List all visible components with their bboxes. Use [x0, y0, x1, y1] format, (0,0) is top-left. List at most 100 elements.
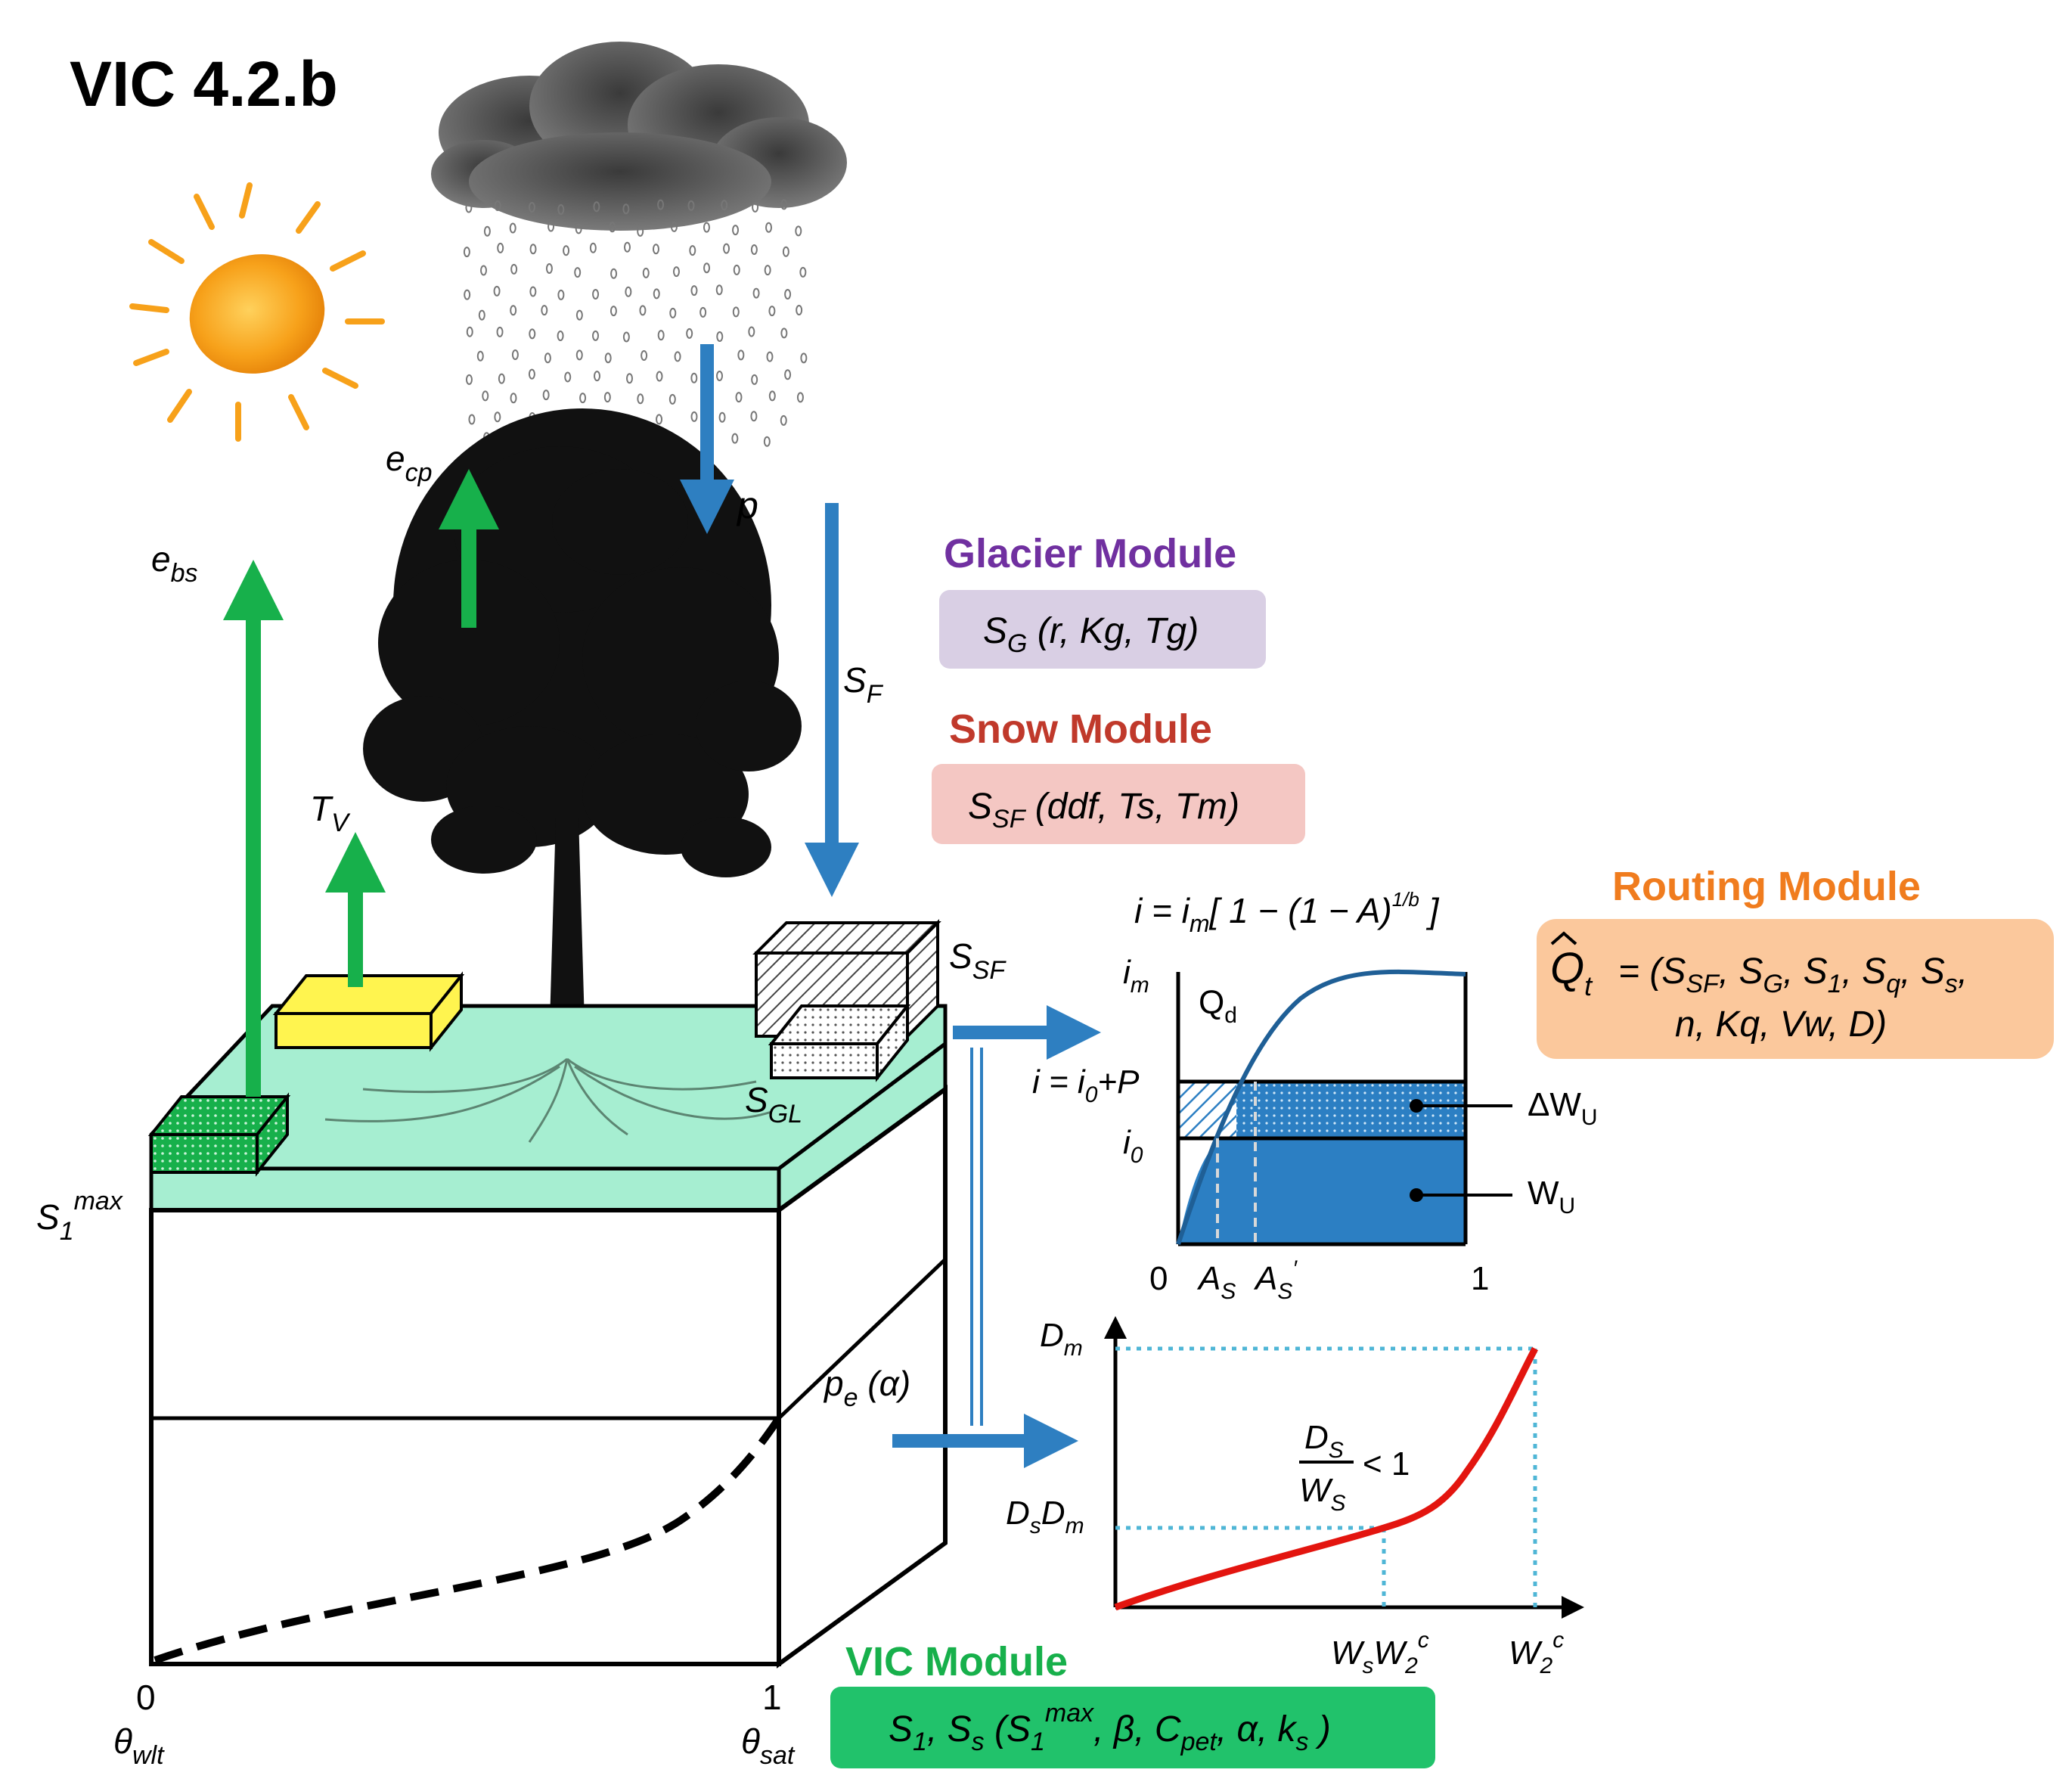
sgl-label: SGL: [745, 1080, 802, 1128]
raindrop: [529, 328, 536, 340]
raindrop: [699, 306, 707, 318]
raindrop: [716, 331, 724, 343]
raindrop: [497, 242, 504, 253]
dm-label: Dm: [1040, 1317, 1083, 1361]
raindrop: [733, 264, 740, 275]
qd-label: Qd: [1199, 984, 1237, 1028]
raindrop: [672, 266, 680, 278]
glacier-module-params: SG (r, Kg, Tg): [983, 611, 1199, 658]
raindrop: [653, 288, 660, 300]
raindrop: [715, 284, 723, 296]
w2c-label: W2c: [1509, 1628, 1564, 1678]
raindrop: [622, 331, 630, 343]
raindrop: [690, 372, 698, 383]
rain-cloud-icon: [431, 42, 847, 231]
raindrop: [575, 223, 582, 234]
raindrop: [732, 225, 740, 236]
vic-module-title: VIC Module: [845, 1639, 1068, 1684]
raindrop: [721, 200, 728, 211]
raindrop: [511, 349, 519, 361]
p-label: p: [736, 484, 758, 526]
raindrop: [748, 326, 755, 337]
raindrop: [509, 222, 516, 234]
raindrop: [641, 349, 648, 361]
routing-params-line1: = (SSF, SG, S1, Sq, Ss,: [1618, 952, 1968, 998]
snow-module-title: Snow Module: [949, 706, 1212, 752]
raindrop: [735, 392, 743, 403]
raindrop: [668, 393, 676, 405]
raindrop: [751, 374, 758, 385]
raindrop: [780, 328, 788, 339]
bare-soil-box: [147, 1092, 291, 1177]
raindrop: [465, 202, 473, 213]
raindrop: [622, 203, 630, 215]
raindrop: [690, 285, 698, 296]
raindrop: [593, 201, 600, 213]
as-prime-label: AS′: [1253, 1256, 1298, 1304]
one-label: 1: [762, 1678, 782, 1717]
raindrop: [766, 351, 774, 362]
as-label: AS: [1196, 1260, 1236, 1304]
wsw2c-label: WsW2c: [1331, 1628, 1429, 1678]
raindrop: [510, 393, 517, 404]
snow-box: [752, 919, 941, 1040]
raindrop: [796, 392, 804, 403]
raindrop: [557, 289, 565, 300]
raindrop: [544, 352, 551, 364]
raindrop: [528, 368, 535, 380]
raindrop: [765, 222, 773, 233]
raindrop: [625, 286, 632, 297]
raindrop: [763, 436, 771, 447]
ds-numerator: DS: [1304, 1419, 1344, 1463]
routing-module-title: Routing Module: [1612, 864, 1921, 909]
vic-module-params: S1, Ss (S1max, β, Cpet, α, ks ): [889, 1699, 1331, 1756]
raindrop: [737, 349, 745, 361]
vegetation-box: [272, 971, 465, 1052]
raindrop: [750, 244, 758, 255]
raindrops: [463, 199, 808, 449]
raindrop: [752, 201, 759, 213]
raindrop: [637, 393, 644, 405]
raindrop: [547, 221, 555, 232]
raindrop: [718, 411, 726, 423]
raindrop: [610, 268, 618, 279]
ssf-label: SSF: [949, 936, 1007, 985]
raindrop: [604, 352, 612, 364]
raindrop: [723, 243, 730, 254]
sf-label: SF: [843, 660, 884, 709]
raindrop: [476, 350, 484, 362]
raindrop: [575, 309, 583, 321]
raindrop: [483, 225, 491, 237]
raindrop: [529, 244, 537, 255]
raindrop: [690, 411, 698, 422]
raindrop: [731, 433, 739, 444]
raindrop: [768, 390, 776, 402]
i0-label: i0: [1123, 1124, 1143, 1168]
raindrop: [528, 202, 535, 213]
raindrop: [464, 289, 471, 300]
raindrop: [674, 351, 681, 362]
glacier-module-box: [939, 590, 1266, 669]
axis-zero-label: 0: [1149, 1260, 1168, 1297]
raindrop: [466, 326, 473, 337]
raindrop: [780, 414, 787, 426]
routing-qhat: Qt: [1550, 944, 1593, 1001]
zero-label: 0: [136, 1678, 156, 1717]
qhat-hat: [1550, 931, 1577, 945]
infiltration-formula: i = im[ 1 − (1 − A)1/b ]: [1134, 888, 1440, 937]
raindrop: [579, 393, 587, 404]
raindrop: [589, 242, 597, 253]
inequality-rhs: < 1: [1363, 1445, 1410, 1482]
raindrop: [752, 287, 760, 299]
raindrop: [557, 204, 565, 216]
raindrop: [669, 307, 677, 318]
soil-column: [149, 1004, 948, 1669]
diagram-title: VIC 4.2.b: [70, 48, 338, 120]
raindrop: [656, 414, 663, 425]
raindrop: [493, 285, 501, 296]
pe-label: pe (α): [823, 1364, 910, 1412]
raindrop: [592, 288, 600, 300]
tv-label: TV: [310, 789, 351, 837]
raindrop: [496, 326, 504, 337]
raindrop: [463, 247, 470, 258]
